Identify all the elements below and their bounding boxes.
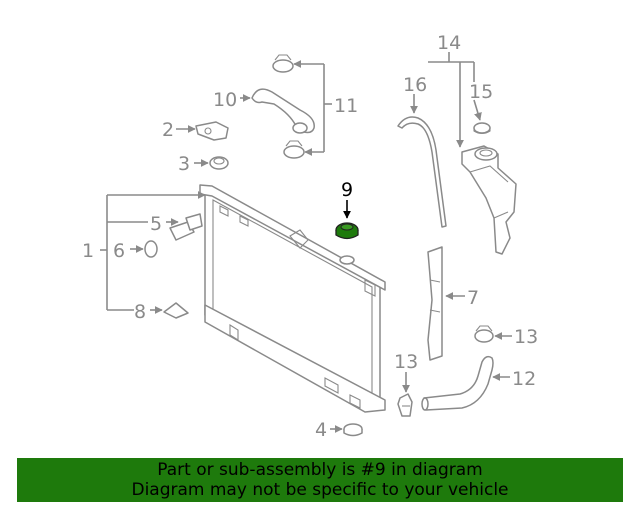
reservoir-cap-part <box>473 122 491 135</box>
drain-plug-part <box>169 213 203 241</box>
lower-hose-part <box>421 355 494 411</box>
callout-11: 11 <box>334 95 358 117</box>
banner-line-2: Diagram may not be specific to your vehi… <box>131 480 509 500</box>
overflow-hose-part <box>397 116 447 228</box>
callout-13-lower: 13 <box>394 351 418 373</box>
air-guide-part <box>427 246 443 361</box>
callout-12: 12 <box>512 368 536 390</box>
callout-10: 10 <box>213 89 237 111</box>
hose-clamp-part-top <box>272 54 294 73</box>
grommet-part <box>209 156 229 170</box>
callout-1: 1 <box>82 240 94 262</box>
callout-13-right: 13 <box>514 326 538 348</box>
o-ring-part <box>144 240 158 258</box>
hose-clamp-part-right <box>474 325 494 343</box>
callout-4: 4 <box>315 419 327 441</box>
hose-clamp-part-lower <box>397 393 413 417</box>
hose-clamp-part-bottom <box>283 140 305 159</box>
callout-15: 15 <box>469 81 493 103</box>
callout-1-leader <box>100 191 206 311</box>
bracket-part <box>195 121 229 141</box>
radiator-part <box>199 184 386 413</box>
filler-neck <box>339 255 355 265</box>
clip-part <box>163 302 189 319</box>
callout-3: 3 <box>178 153 190 175</box>
callout-7: 7 <box>467 287 479 309</box>
callout-5: 5 <box>150 213 162 235</box>
radiator-cap-part <box>335 222 359 240</box>
mount-cushion-part <box>343 423 363 437</box>
callout-14-leader <box>428 52 482 148</box>
callout-16: 16 <box>403 74 427 96</box>
info-banner: Part or sub-assembly is #9 in diagram Di… <box>17 458 623 502</box>
banner-line-1: Part or sub-assembly is #9 in diagram <box>157 460 483 480</box>
callout-14: 14 <box>437 32 461 54</box>
callout-6: 6 <box>113 240 125 262</box>
reservoir-part <box>461 145 517 255</box>
callout-9: 9 <box>341 179 353 201</box>
callout-2: 2 <box>162 119 174 141</box>
upper-hose-part <box>251 88 315 134</box>
callout-8: 8 <box>134 301 146 323</box>
callout-11-leader <box>293 60 332 156</box>
parts-diagram: 1 2 3 5 6 8 4 10 <box>82 32 538 441</box>
